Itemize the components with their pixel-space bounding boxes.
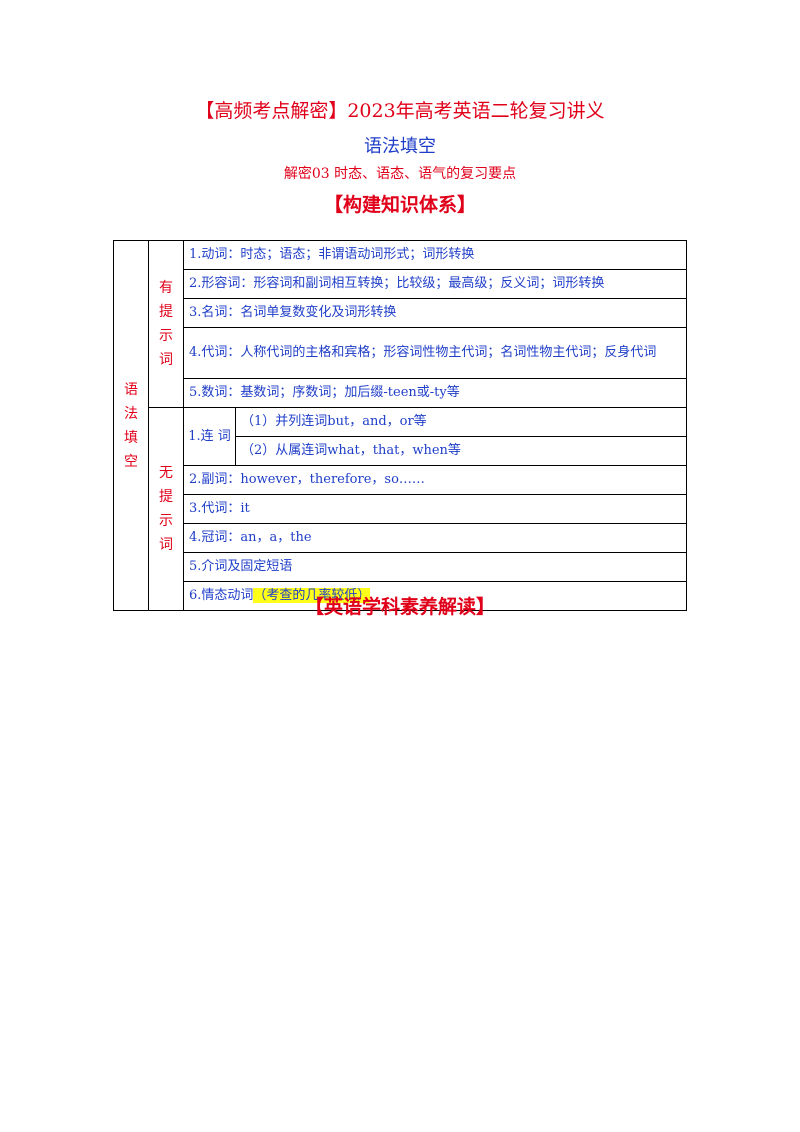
table-row: 5.介词及固定短语 — [183, 552, 687, 582]
doc-topic: 解密03 时态、语态、语气的复习要点 — [283, 166, 517, 182]
table-row: 2.副词：however，therefore，so…… — [183, 465, 687, 495]
table-row: 4.冠词：an，a，the — [183, 523, 687, 553]
table-row: 1.动词：时态；语态；非谓语动词形式；词形转换 — [183, 240, 687, 270]
section-heading-literacy: 【英语学科素养解读】 — [304, 596, 495, 618]
section-heading-knowledge: 【构建知识体系】 — [323, 194, 476, 216]
main-category-label: 语 法 填 空 — [113, 240, 149, 611]
table-row: 4.代词：人称代词的主格和宾格；形容词性物主代词；名词性物主代词；反身代词 — [183, 327, 687, 379]
table-row: （2）从属连词what，that，when等 — [235, 436, 687, 466]
doc-title: 【高频考点解密】2023年高考英语二轮复习讲义 — [195, 100, 605, 122]
conjunction-label: 1.连 词 — [183, 407, 236, 466]
hint-group-label: 有 提 示 词 — [148, 240, 184, 408]
modal-verb-label: 6.情态动词 — [189, 588, 254, 603]
highlighted-note: （考查的几率较低） — [253, 588, 371, 603]
doc-subtitle: 语法填空 — [364, 136, 436, 157]
table-row: 2.形容词：形容词和副词相互转换；比较级；最高级；反义词；词形转换 — [183, 269, 687, 299]
table-row: 3.名词：名词单复数变化及词形转换 — [183, 298, 687, 328]
knowledge-table: 语 法 填 空 有 提 示 词 1.动词：时态；语态；非谓语动词形式；词形转换 … — [113, 240, 687, 611]
table-row: （1）并列连词but，and，or等 — [235, 407, 687, 437]
table-row: 3.代词：it — [183, 494, 687, 524]
table-row: 5.数词：基数词；序数词；加后缀-teen或-ty等 — [183, 378, 687, 408]
table-row: 6.情态动词（考查的几率较低） — [183, 581, 687, 611]
nohint-group-label: 无 提 示 词 — [148, 407, 184, 611]
